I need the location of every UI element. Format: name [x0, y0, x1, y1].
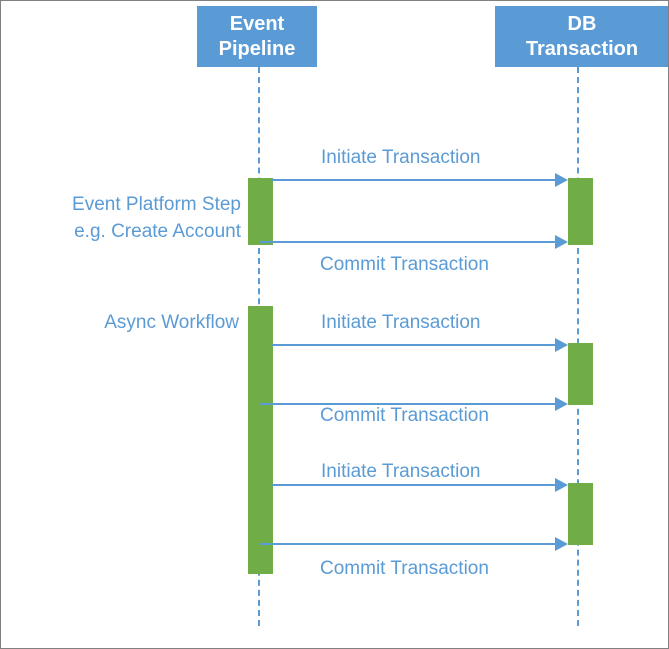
message-label-6: Commit Transaction — [320, 558, 489, 579]
activation-event-pipeline-1 — [248, 178, 273, 245]
participant-event-pipeline[interactable]: Event Pipeline — [197, 6, 317, 67]
note-async-workflow: Async Workflow — [1, 309, 239, 336]
activation-db-transaction-3 — [568, 483, 593, 545]
message-line-4 — [259, 403, 566, 405]
message-arrowhead-1 — [555, 173, 568, 187]
participant-event-pipeline-line1: Event — [229, 12, 285, 35]
participant-db-transaction-line1: DB — [567, 12, 597, 35]
message-arrowhead-6 — [555, 537, 568, 551]
message-line-2 — [259, 241, 566, 243]
participant-db-transaction-line2: Transaction — [525, 37, 639, 60]
message-line-3 — [272, 344, 566, 346]
message-label-2: Commit Transaction — [320, 254, 489, 275]
activation-db-transaction-2 — [568, 343, 593, 405]
message-label-4: Commit Transaction — [320, 405, 489, 426]
activation-db-transaction-1 — [568, 178, 593, 245]
message-arrowhead-5 — [555, 478, 568, 492]
message-arrowhead-2 — [555, 235, 568, 249]
activation-event-pipeline-2 — [248, 306, 273, 574]
message-label-5: Initiate Transaction — [321, 461, 481, 482]
message-arrowhead-4 — [555, 397, 568, 411]
message-label-1: Initiate Transaction — [321, 147, 481, 168]
note-async-workflow-line1: Async Workflow — [104, 312, 239, 333]
note-event-platform-step: Event Platform Step e.g. Create Account — [1, 191, 241, 245]
participant-db-transaction[interactable]: DB Transaction — [495, 6, 668, 67]
message-line-5 — [272, 484, 566, 486]
message-line-1 — [272, 179, 566, 181]
message-line-6 — [259, 543, 566, 545]
message-label-3: Initiate Transaction — [321, 312, 481, 333]
message-arrowhead-3 — [555, 338, 568, 352]
note-event-platform-step-line2: e.g. Create Account — [74, 221, 241, 242]
note-event-platform-step-line1: Event Platform Step — [72, 194, 241, 215]
participant-event-pipeline-line2: Pipeline — [218, 37, 296, 60]
